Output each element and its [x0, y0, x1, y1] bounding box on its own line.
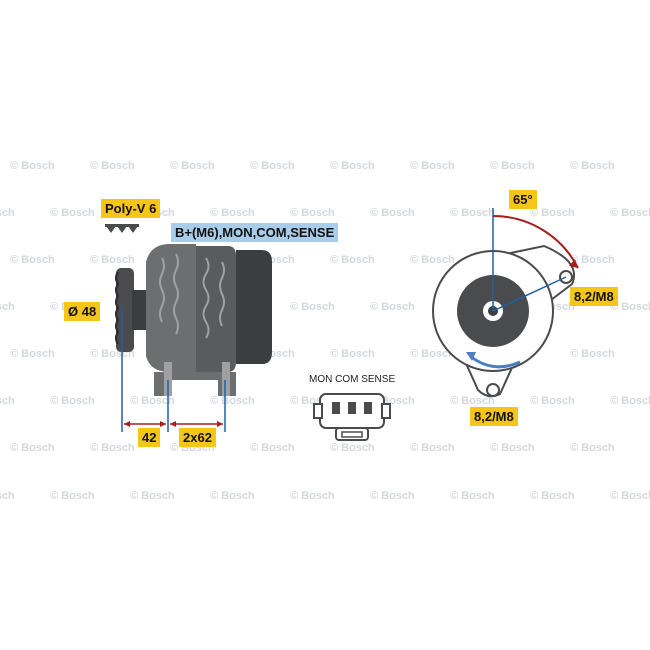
alternator-front-view	[432, 208, 579, 398]
watermark: © Bosch	[570, 254, 615, 266]
watermark: © Bosch	[290, 301, 335, 313]
dimension-lines	[121, 305, 226, 432]
watermark: © Bosch	[370, 207, 415, 219]
watermark: © Bosch	[0, 301, 15, 313]
watermark: © Bosch	[450, 395, 495, 407]
watermark: © Bosch	[330, 160, 375, 172]
upper-bolt-label: 8,2/M8	[570, 287, 618, 306]
pulley-diameter-label: Ø 48	[64, 302, 101, 321]
watermark: © Bosch	[610, 301, 650, 313]
watermark: © Bosch	[10, 160, 55, 172]
watermark: © Bosch	[330, 254, 375, 266]
watermark: © Bosch	[610, 395, 650, 407]
watermark: © Bosch	[570, 160, 615, 172]
watermark: © Bosch	[0, 395, 15, 407]
terminals-label: B+(M6),MON,COM,SENSE	[171, 223, 339, 242]
bolt-hole-lower	[486, 383, 500, 397]
watermark: © Bosch	[210, 395, 255, 407]
angle-arc	[492, 214, 579, 269]
mounting-foot	[154, 372, 236, 396]
watermark: © Bosch	[570, 442, 615, 454]
watermark: © Bosch	[50, 207, 95, 219]
lower-bolt-label: 8,2/M8	[470, 407, 518, 426]
watermark: © Bosch	[330, 442, 375, 454]
belt-profile-icon	[105, 224, 139, 233]
watermark: © Bosch	[250, 160, 295, 172]
rear-housing	[196, 246, 236, 372]
watermark: © Bosch	[90, 442, 135, 454]
watermark: © Bosch	[130, 395, 175, 407]
watermark: © Bosch	[90, 254, 135, 266]
watermark: © Bosch	[450, 490, 495, 502]
watermark: © Bosch	[10, 348, 55, 360]
front-housing	[146, 244, 196, 372]
angle-label: 65°	[509, 190, 537, 209]
watermark: © Bosch	[210, 207, 255, 219]
watermark: © Bosch	[410, 348, 455, 360]
watermark: © Bosch	[250, 442, 295, 454]
pulley	[116, 268, 134, 352]
watermark: © Bosch	[530, 207, 575, 219]
watermark: © Bosch	[530, 490, 575, 502]
connector-plug-icon	[313, 393, 391, 441]
rear-cover	[236, 250, 272, 364]
connector-label: MON COM SENSE	[309, 374, 396, 385]
belt-type-label: Poly-V 6	[101, 199, 161, 218]
watermark: © Bosch	[570, 348, 615, 360]
front-distance-label: 42	[138, 428, 161, 447]
watermark: © Bosch	[370, 490, 415, 502]
watermark: © Bosch	[410, 254, 455, 266]
watermark: © Bosch	[370, 301, 415, 313]
watermark: © Bosch	[450, 207, 495, 219]
alternator-side-view	[115, 244, 272, 396]
watermark: © Bosch	[490, 160, 535, 172]
rotation-arrow	[469, 354, 521, 369]
watermark: © Bosch	[290, 207, 335, 219]
watermark: © Bosch	[490, 442, 535, 454]
watermark: © Bosch	[610, 207, 650, 219]
mount-distance-label: 2x62	[179, 428, 216, 447]
watermark: © Bosch	[210, 490, 255, 502]
watermark: © Bosch	[90, 160, 135, 172]
watermark: © Bosch	[0, 207, 15, 219]
watermark: © Bosch	[410, 160, 455, 172]
watermark: © Bosch	[410, 442, 455, 454]
watermark: © Bosch	[50, 490, 95, 502]
watermark: © Bosch	[170, 160, 215, 172]
watermark: © Bosch	[530, 395, 575, 407]
watermark: © Bosch	[130, 490, 175, 502]
watermark: © Bosch	[50, 395, 95, 407]
watermark: © Bosch	[610, 490, 650, 502]
watermark: © Bosch	[10, 442, 55, 454]
watermark: © Bosch	[330, 348, 375, 360]
pulley-hub	[132, 290, 146, 330]
watermark: © Bosch	[0, 490, 15, 502]
watermark: © Bosch	[10, 254, 55, 266]
watermark: © Bosch	[290, 490, 335, 502]
